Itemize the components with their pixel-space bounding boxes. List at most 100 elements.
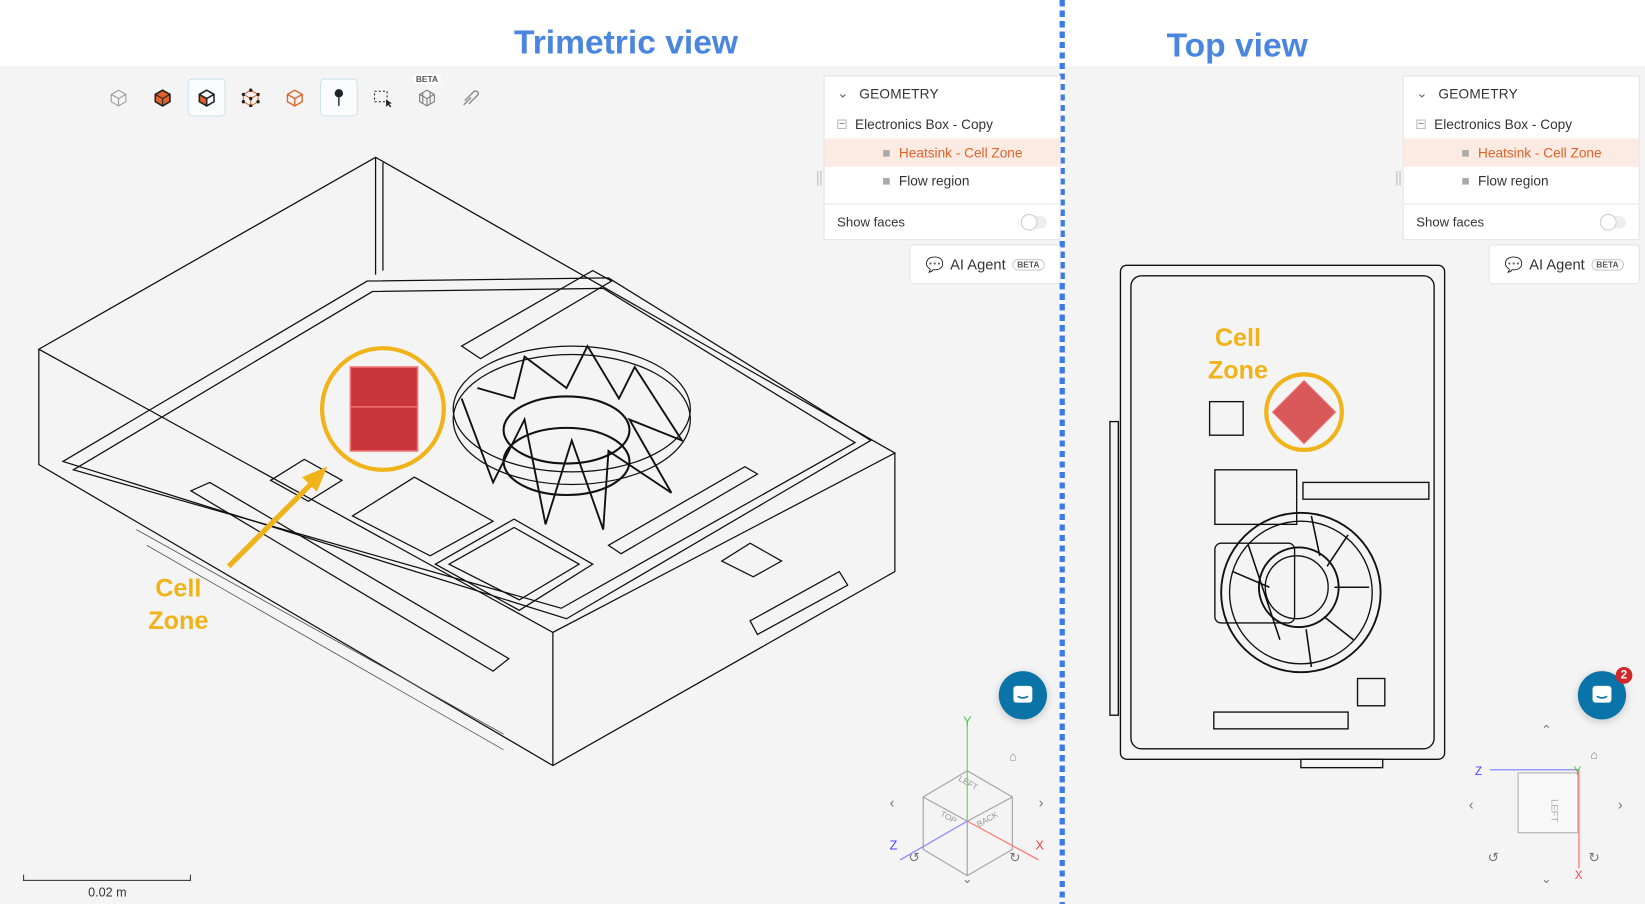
show-faces-label: Show faces [1416, 214, 1485, 230]
solid-edges-cube-icon [198, 89, 215, 107]
tree-item-flow-region[interactable]: ■ Flow region [1404, 167, 1639, 195]
collapse-icon: − [1416, 118, 1426, 131]
show-faces-label: Show faces [837, 214, 905, 230]
cell-zone-highlight-top[interactable] [1264, 372, 1344, 452]
point-pin-icon [334, 89, 344, 106]
view-divider [1059, 0, 1065, 904]
measure-icon [463, 90, 480, 106]
cube-face-back[interactable]: BACK [975, 809, 1000, 829]
view-cube-button[interactable] [100, 79, 138, 117]
chevron-down-icon: ⌄ [1416, 84, 1428, 101]
geometry-header[interactable]: ⌄ GEOMETRY [825, 77, 1060, 111]
scale-bar-label: 0.02 m [88, 885, 127, 900]
rotate-down-arrow-icon[interactable]: ⌄ [1541, 872, 1552, 886]
axis-y-label: Y [1574, 766, 1582, 778]
support-chat-button[interactable]: 2 [1577, 666, 1633, 720]
rotate-cw-icon[interactable]: ↻ [1588, 850, 1599, 865]
home-icon[interactable]: ⌂ [1009, 749, 1017, 763]
mesh-icon [419, 89, 435, 107]
box-select-icon [374, 90, 392, 108]
rotate-right-arrow-icon[interactable]: › [1039, 796, 1044, 812]
trimetric-view-title: Trimetric view [514, 23, 738, 61]
view-cube-trimetric[interactable]: Y X Z LEFT TOP BACK ‹ › ⌄ ⌂ ↺ ↻ [881, 713, 1059, 891]
rotate-cw-icon[interactable]: ↻ [1009, 850, 1020, 865]
geometry-header[interactable]: ⌄ GEOMETRY [1404, 77, 1639, 111]
solid-edges-mode-button[interactable] [187, 78, 226, 117]
tree-item-label: Flow region [898, 173, 970, 189]
trimetric-geometry[interactable] [0, 66, 1060, 904]
panel-resize-handle[interactable] [817, 170, 822, 186]
mesh-button[interactable]: BETA [408, 74, 446, 117]
axis-x-label: X [1035, 838, 1044, 852]
geometry-header-label: GEOMETRY [1438, 85, 1518, 102]
rotate-left-arrow-icon[interactable]: ‹ [1469, 798, 1474, 814]
annotation-line1: Cell [1214, 324, 1262, 353]
rotate-down-arrow-icon[interactable]: ⌄ [962, 872, 973, 886]
beta-badge: BETA [1591, 258, 1624, 271]
view-cube-top[interactable]: Z Y X LEFT ‹ › ⌃ ⌄ ⌂ ↺ ↻ [1460, 713, 1638, 891]
vertices-mode-button[interactable] [232, 79, 270, 117]
chat-bubbles-icon: 💬 [925, 255, 944, 273]
view-cube-icon [110, 89, 127, 107]
show-faces-toggle[interactable] [1020, 213, 1048, 231]
chat-bubbles-icon: 💬 [1504, 255, 1523, 273]
beta-badge: BETA [1011, 258, 1045, 271]
tree-item-heatsink[interactable]: ■ Heatsink - Cell Zone [1403, 138, 1639, 167]
point-pick-button[interactable] [319, 78, 358, 117]
tree-item-label: Flow region [1478, 173, 1549, 189]
top-view-title: Top view [1166, 26, 1308, 64]
solid-body-icon: ■ [1461, 173, 1470, 189]
rotate-left-arrow-icon[interactable]: ‹ [890, 796, 895, 812]
rotate-ccw-icon[interactable]: ↺ [909, 850, 920, 865]
tree-item-label: Heatsink - Cell Zone [1478, 144, 1602, 161]
geometry-tree-panel-top: ⌄ GEOMETRY −Electronics Box - Copy ■ Heats… [1402, 75, 1640, 241]
collapse-icon: − [837, 118, 847, 131]
panel-resize-handle[interactable] [1396, 170, 1401, 186]
annotation-line2: Zone [148, 607, 209, 636]
chevron-down-icon: ⌄ [837, 84, 849, 101]
scale-bar [23, 874, 191, 881]
solid-body-icon: ■ [882, 144, 891, 161]
rotate-ccw-icon[interactable]: ↺ [1488, 850, 1499, 865]
rotate-right-arrow-icon[interactable]: › [1618, 798, 1623, 814]
tree-item-flow-region[interactable]: ■ Flow region [825, 167, 1060, 195]
home-icon[interactable]: ⌂ [1590, 748, 1598, 762]
top-view-geometry[interactable] [1065, 66, 1645, 904]
annotation-line1: Cell [155, 574, 202, 604]
chat-icon [1013, 685, 1033, 703]
chat-notification-badge: 2 [1615, 666, 1633, 684]
ai-agent-label: AI Agent [1529, 255, 1585, 273]
annotation-arrow [226, 466, 328, 569]
box-select-button[interactable] [364, 79, 402, 117]
tree-root[interactable]: −Electronics Box - Copy [825, 110, 1060, 138]
ai-agent-button[interactable]: 💬 AI Agent BETA [909, 244, 1061, 285]
axis-z-label: Z [890, 838, 898, 852]
solid-body-icon: ■ [882, 173, 891, 189]
tree-root-label: Electronics Box - Copy [855, 116, 993, 133]
solid-mode-button[interactable] [144, 79, 182, 117]
ai-agent-button[interactable]: 💬 AI Agent BETA [1488, 244, 1640, 285]
tree-root-label: Electronics Box - Copy [1434, 116, 1573, 133]
wireframe-mode-button[interactable] [276, 79, 314, 117]
measure-button[interactable] [452, 79, 490, 117]
solid-cube-icon [154, 89, 171, 107]
vertices-cube-icon [241, 88, 260, 107]
tree-item-heatsink[interactable]: ■Heatsink - Cell Zone [824, 138, 1060, 167]
tree-root[interactable]: −Electronics Box - Copy [1404, 110, 1639, 138]
support-chat-button[interactable] [998, 671, 1048, 720]
solid-body-icon: ■ [1461, 144, 1470, 161]
cell-zone-highlight[interactable] [319, 346, 446, 472]
view-toolbar: BETA [100, 74, 490, 117]
geometry-tree-panel: ⌄ GEOMETRY −Electronics Box - Copy ■Heats… [823, 75, 1061, 241]
cube-face-top[interactable]: TOP [939, 808, 959, 825]
show-faces-toggle[interactable] [1599, 213, 1627, 231]
ai-agent-label: AI Agent [950, 255, 1006, 273]
geometry-header-label: GEOMETRY [859, 85, 939, 102]
cube-face-left[interactable]: LEFT [1549, 799, 1560, 822]
rotate-up-arrow-icon[interactable]: ⌃ [1541, 723, 1552, 737]
axis-y-label: Y [963, 715, 972, 729]
axis-x-label: X [1575, 870, 1583, 882]
chat-icon [1592, 685, 1612, 703]
